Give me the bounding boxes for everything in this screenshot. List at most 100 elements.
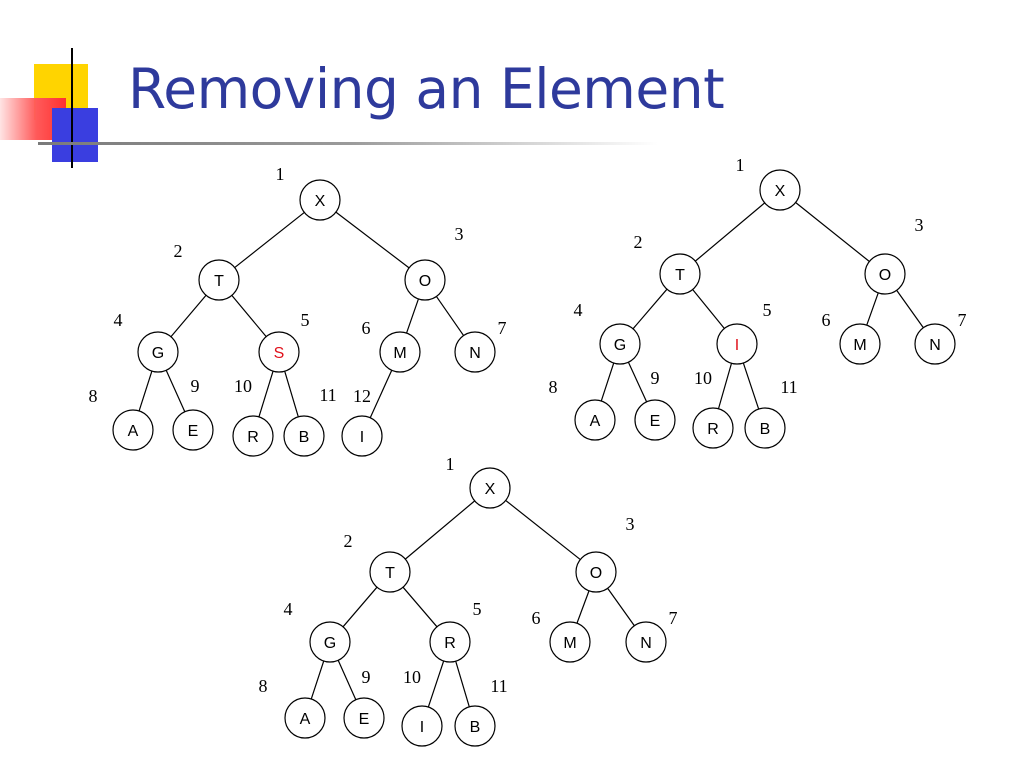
tree-node-label: S xyxy=(274,345,285,362)
tree-edge xyxy=(576,590,590,624)
tree-node-index: 1 xyxy=(276,164,285,184)
tree-node-circle xyxy=(625,621,667,663)
tree-node-index: 4 xyxy=(284,599,293,619)
tree-node-label: T xyxy=(385,565,395,582)
tree-node-circle xyxy=(659,253,701,295)
tree-edge xyxy=(165,370,186,412)
tree-edge xyxy=(284,370,299,418)
tree-node-label: R xyxy=(707,421,719,438)
tree-edge xyxy=(600,362,615,402)
tree-node-circle xyxy=(369,551,411,593)
tree-node-label: G xyxy=(152,345,164,362)
tree-node-circle xyxy=(404,259,446,301)
tree-node-label: T xyxy=(675,267,685,284)
tree-node-label: N xyxy=(929,337,941,354)
tree-node-circle xyxy=(759,169,801,211)
tree-node-label: B xyxy=(299,429,310,446)
tree-edge xyxy=(607,587,635,627)
tree-edge xyxy=(404,500,476,560)
tree-node-label: E xyxy=(650,413,661,430)
tree-node-label: B xyxy=(470,719,481,736)
tree-edge xyxy=(742,362,760,410)
tree-node-index: 12 xyxy=(353,386,371,406)
tree-node-label: G xyxy=(324,635,336,652)
tree-node-circle xyxy=(299,179,341,221)
tree-node-circle xyxy=(454,705,496,747)
tree-node-index: 9 xyxy=(651,368,660,388)
tree-edge xyxy=(342,586,378,628)
tree-edge xyxy=(866,292,879,326)
tree-node-label: M xyxy=(393,345,406,362)
tree-node-label: E xyxy=(359,711,370,728)
tree-node-circle xyxy=(716,323,758,365)
decor-vertical-line xyxy=(71,48,73,168)
tree-node-label: X xyxy=(315,193,326,210)
tree-edge xyxy=(694,202,766,262)
tree-edge xyxy=(258,370,274,418)
title-underline xyxy=(38,142,658,145)
tree-node-circle xyxy=(864,253,906,295)
tree-node-circle xyxy=(599,323,641,365)
tree-node-index: 2 xyxy=(174,241,183,261)
tree-node-index: 10 xyxy=(403,667,421,687)
tree-node-circle xyxy=(914,323,956,365)
tree-node-circle xyxy=(575,551,617,593)
tree-node-circle xyxy=(839,323,881,365)
tree-node-index: 11 xyxy=(780,377,797,397)
tree-node-circle xyxy=(429,621,471,663)
tree-edge xyxy=(335,211,410,269)
tree-node-circle xyxy=(198,259,240,301)
tree-node-index: 2 xyxy=(634,232,643,252)
decor-blue-square xyxy=(52,108,98,162)
tree-node-index: 2 xyxy=(344,531,353,551)
tree-node-index: 10 xyxy=(694,368,712,388)
tree-node-index: 6 xyxy=(532,608,541,628)
tree-node-circle xyxy=(343,697,385,739)
tree-edge xyxy=(627,361,648,403)
tree-node-index: 11 xyxy=(319,385,336,405)
tree-node-label: N xyxy=(469,345,481,362)
tree-node-label: N xyxy=(640,635,652,652)
tree-node-index: 3 xyxy=(915,215,924,235)
tree-node-label: R xyxy=(247,429,259,446)
tree-node-index: 4 xyxy=(114,310,123,330)
tree-node-label: B xyxy=(760,421,771,438)
tree-edge xyxy=(369,369,393,419)
tree-node-circle xyxy=(137,331,179,373)
tree-node-label: I xyxy=(735,337,739,354)
tree-node-index: 5 xyxy=(301,310,310,330)
tree-node-label: X xyxy=(775,183,786,200)
tree-node-index: 4 xyxy=(574,300,583,320)
tree-node-circle xyxy=(172,409,214,451)
tree-node-label: A xyxy=(300,711,311,728)
tree-node-index: 11 xyxy=(490,676,507,696)
tree-node-index: 1 xyxy=(736,155,745,175)
tree-edge xyxy=(138,370,153,412)
tree-node-label: O xyxy=(419,273,431,290)
tree-node-circle xyxy=(549,621,591,663)
tree-node-label: I xyxy=(360,429,364,446)
tree-node-circle xyxy=(379,331,421,373)
tree-edge xyxy=(455,660,470,708)
tree-node-label: X xyxy=(485,481,496,498)
tree-edge xyxy=(402,586,438,628)
tree-node-index: 10 xyxy=(234,376,252,396)
tree-node-label: M xyxy=(563,635,576,652)
tree-edge xyxy=(231,294,267,338)
tree-edge xyxy=(234,211,305,269)
tree-node-circle xyxy=(692,407,734,449)
tree-node-circle xyxy=(744,407,786,449)
tree-node-index: 7 xyxy=(498,318,507,338)
tree-node-circle xyxy=(283,415,325,457)
tree-node-label: G xyxy=(614,337,626,354)
tree-node-index: 3 xyxy=(455,224,464,244)
tree-node-index: 6 xyxy=(362,318,371,338)
tree-node-label: O xyxy=(879,267,891,284)
tree-edge xyxy=(692,289,725,329)
tree-node-label: A xyxy=(590,413,601,430)
tree-node-circle xyxy=(112,409,154,451)
